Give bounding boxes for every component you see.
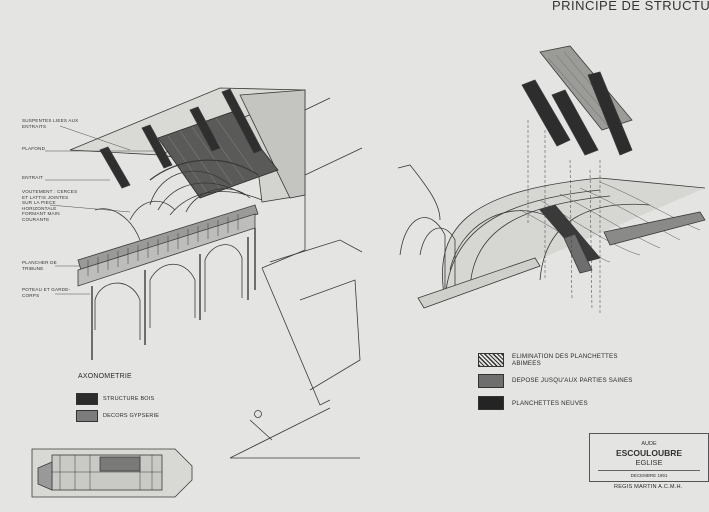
axonometry-label: AXONOMETRIE xyxy=(78,373,132,380)
vault-detail-drawing xyxy=(397,45,706,315)
title-block-divider xyxy=(598,470,700,471)
callout-poteau: POTEAU ET GARDE-CORPS xyxy=(22,287,71,298)
legend-label-elimination: ELIMINATION DES PLANCHETTES ABIMEES xyxy=(512,353,618,367)
title-block-building: EGLISE xyxy=(635,458,663,467)
legend-swatch-depose xyxy=(478,374,504,388)
callout-plancher: PLANCHER DE TRIBUNE xyxy=(22,260,57,271)
legend-label-structure: STRUCTURE BOIS xyxy=(103,396,155,402)
callout-entrait: ENTRAIT xyxy=(22,175,44,180)
callout-plafond: PLAFOND xyxy=(22,146,46,151)
legend-swatch-elimination xyxy=(478,353,504,367)
title-block-town: ESCOULOUBRE xyxy=(615,448,683,458)
sheet-title: PRINCIPE DE STRUCTURE xyxy=(552,0,709,13)
legend-label-decors: DECORS GYPSERIE xyxy=(103,413,160,419)
callout-voutement: VOUTEMENT : CERCES ET LATTIS JOINTES SUR… xyxy=(22,189,78,222)
callout-suspentes: SUSPENTES LIEES AUX ENTRAITS xyxy=(22,118,79,129)
author-signature: REGIS MARTIN A.C.M.H. xyxy=(614,484,683,490)
legend-label-depose: DEPOSE JUSQU'AUX PARTIES SAINES xyxy=(512,377,633,384)
axonometric-drawing xyxy=(45,87,363,459)
legend-swatch-decors xyxy=(76,410,98,422)
legend-swatch-structure xyxy=(76,393,98,405)
floor-plan xyxy=(31,448,193,498)
title-block-department: AUDE xyxy=(641,441,657,447)
title-block: AUDE ESCOULOUBRE EGLISE DECEMBRE 1991 xyxy=(589,433,709,482)
legend-swatch-neuves xyxy=(478,396,504,410)
legend-label-neuves: PLANCHETTES NEUVES xyxy=(512,400,588,407)
title-block-date: DECEMBRE 1991 xyxy=(630,473,668,478)
